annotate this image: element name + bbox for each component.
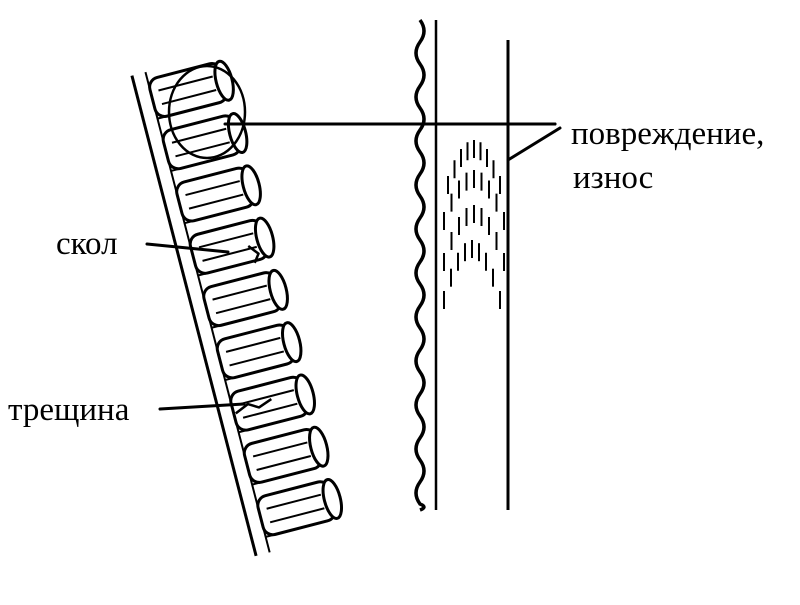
belt-tooth: [242, 425, 330, 486]
chip-label: скол: [56, 226, 118, 262]
belt-tooth: [229, 373, 316, 434]
chip-mark: [247, 244, 260, 264]
tilted-toothed-belt: [130, 59, 344, 557]
belt-tooth: [202, 268, 289, 329]
belt-tooth: [188, 216, 276, 277]
belt-tooth: [256, 478, 344, 538]
chip-leader-line: [145, 242, 230, 254]
straight-toothed-belt: [414, 18, 510, 512]
damage-label-line1: повреждение,: [571, 116, 765, 152]
wear-pattern: [443, 140, 505, 309]
belt-tooth-profile-edge: [414, 18, 426, 512]
crack-label: трещина: [8, 392, 130, 428]
belt-tooth: [175, 164, 262, 225]
crack-leader-line: [158, 402, 246, 411]
damage-label-line2: износ: [573, 160, 654, 196]
damage-highlight-circle: [167, 64, 247, 160]
crack-mark: [235, 398, 273, 415]
damage-leader-arrow-lower: [506, 126, 562, 162]
belt-tooth: [215, 321, 303, 382]
